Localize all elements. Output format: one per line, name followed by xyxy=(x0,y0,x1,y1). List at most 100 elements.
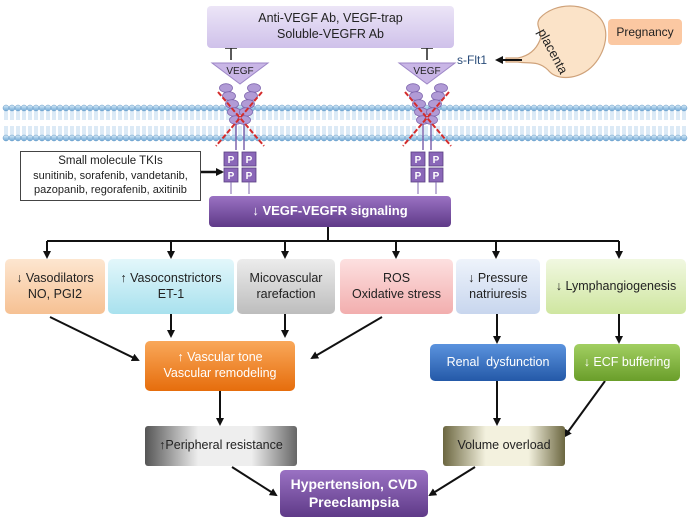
lipid-head xyxy=(650,134,658,142)
lipid-head xyxy=(386,134,394,142)
lipid-tail xyxy=(184,111,188,120)
lipid-head xyxy=(68,104,76,112)
lipid-tail xyxy=(388,111,392,120)
lipid-head xyxy=(206,104,214,112)
lipid-head xyxy=(590,134,598,142)
lipid-head xyxy=(644,104,652,112)
receptor-domain xyxy=(434,83,448,93)
lipid-tail xyxy=(592,126,596,135)
lipid-tail xyxy=(616,111,620,120)
vegf-ligand xyxy=(397,62,457,85)
lipid-head xyxy=(596,134,604,142)
lipid-tail xyxy=(574,111,578,120)
lipid-tail xyxy=(58,126,62,135)
lipid-tail xyxy=(454,126,458,135)
lipid-tail xyxy=(532,126,536,135)
lipid-tail xyxy=(406,111,410,120)
lipid-tail xyxy=(622,126,626,135)
lipid-head xyxy=(260,104,268,112)
lipid-head xyxy=(440,104,448,112)
inhibitors-box-bg xyxy=(207,6,454,48)
lipid-head xyxy=(632,134,640,142)
lipid-head xyxy=(626,104,634,112)
lipid-tail xyxy=(478,126,482,135)
phospho-box xyxy=(223,151,239,167)
lipid-head xyxy=(404,104,412,112)
lipid-tail xyxy=(484,111,488,120)
inhibitors-line1: Anti-VEGF Ab, VEGF-trap xyxy=(258,11,403,26)
lipid-head xyxy=(392,134,400,142)
lipid-tail xyxy=(4,126,8,135)
lipid-tail xyxy=(124,111,128,120)
lipid-tail xyxy=(490,126,494,135)
lipid-head xyxy=(398,104,406,112)
lipid-tail xyxy=(88,126,92,135)
lipid-tail xyxy=(580,126,584,135)
lipid-tail xyxy=(172,126,176,135)
signaling-branch-lines xyxy=(43,227,623,259)
lipid-head xyxy=(572,134,580,142)
lipid-tail xyxy=(562,111,566,120)
lipid-tail xyxy=(58,111,62,120)
lipid-head xyxy=(176,134,184,142)
tkis-line2: pazopanib, regorafenib, axitinib xyxy=(34,184,187,197)
lipid-tail xyxy=(640,126,644,135)
lipid-head xyxy=(656,104,664,112)
renal-box: Renal dysfunction xyxy=(430,344,566,381)
lipid-head xyxy=(38,134,46,142)
lipid-head xyxy=(524,104,532,112)
lipid-tail xyxy=(232,126,236,135)
lipid-head xyxy=(92,104,100,112)
lipid-head xyxy=(428,134,436,142)
lipid-tail xyxy=(214,126,218,135)
lipid-tail xyxy=(682,111,686,120)
lipid-tail xyxy=(34,111,38,120)
lipid-head xyxy=(392,104,400,112)
lipid-head xyxy=(62,104,70,112)
outcome-line2: Preeclampsia xyxy=(308,493,400,510)
lipid-head xyxy=(176,104,184,112)
volume-box-bg xyxy=(443,426,565,466)
lipid-head xyxy=(572,104,580,112)
lipid-head xyxy=(32,104,40,112)
lipid-tail xyxy=(166,111,170,120)
lipid-tail xyxy=(496,111,500,120)
lipid-head xyxy=(656,134,664,142)
lipid-tail xyxy=(106,111,110,120)
lipid-tail xyxy=(112,126,116,135)
lipid-head xyxy=(236,134,244,142)
lipid-tail xyxy=(442,126,446,135)
lipid-tail xyxy=(352,111,356,120)
lipid-head xyxy=(320,104,328,112)
lipid-head xyxy=(584,104,592,112)
lipid-tail xyxy=(382,126,386,135)
vascular-box-bg xyxy=(145,341,295,391)
lipid-head xyxy=(542,104,550,112)
lipid-tail xyxy=(406,126,410,135)
lipid-tail xyxy=(268,111,272,120)
lipid-tail xyxy=(634,111,638,120)
lipid-head xyxy=(350,104,358,112)
ecf-box: ↓ ECF buffering xyxy=(574,344,680,381)
effect-line1: ↓ Pressure xyxy=(468,270,528,285)
lipid-tail xyxy=(490,111,494,120)
lipid-head xyxy=(170,134,178,142)
lipid-tail xyxy=(4,111,8,120)
lipid-head xyxy=(386,104,394,112)
lipid-tail xyxy=(622,111,626,120)
lipid-tail xyxy=(400,126,404,135)
lipid-head xyxy=(308,134,316,142)
vascular-line1: ↑ Vascular tone xyxy=(177,350,263,365)
lipid-tail xyxy=(340,126,344,135)
lipid-head xyxy=(182,104,190,112)
lipid-head xyxy=(134,104,142,112)
lipid-tail xyxy=(142,111,146,120)
lipid-tail xyxy=(88,111,92,120)
lipid-tail xyxy=(214,111,218,120)
lipid-head xyxy=(542,134,550,142)
lipid-tail xyxy=(70,126,74,135)
volume-box: Volume overload xyxy=(443,426,565,466)
pregnancy-box: Pregnancy xyxy=(608,19,682,45)
tkis-box: Small molecule TKIs sunitinib, sorafenib… xyxy=(20,151,201,201)
